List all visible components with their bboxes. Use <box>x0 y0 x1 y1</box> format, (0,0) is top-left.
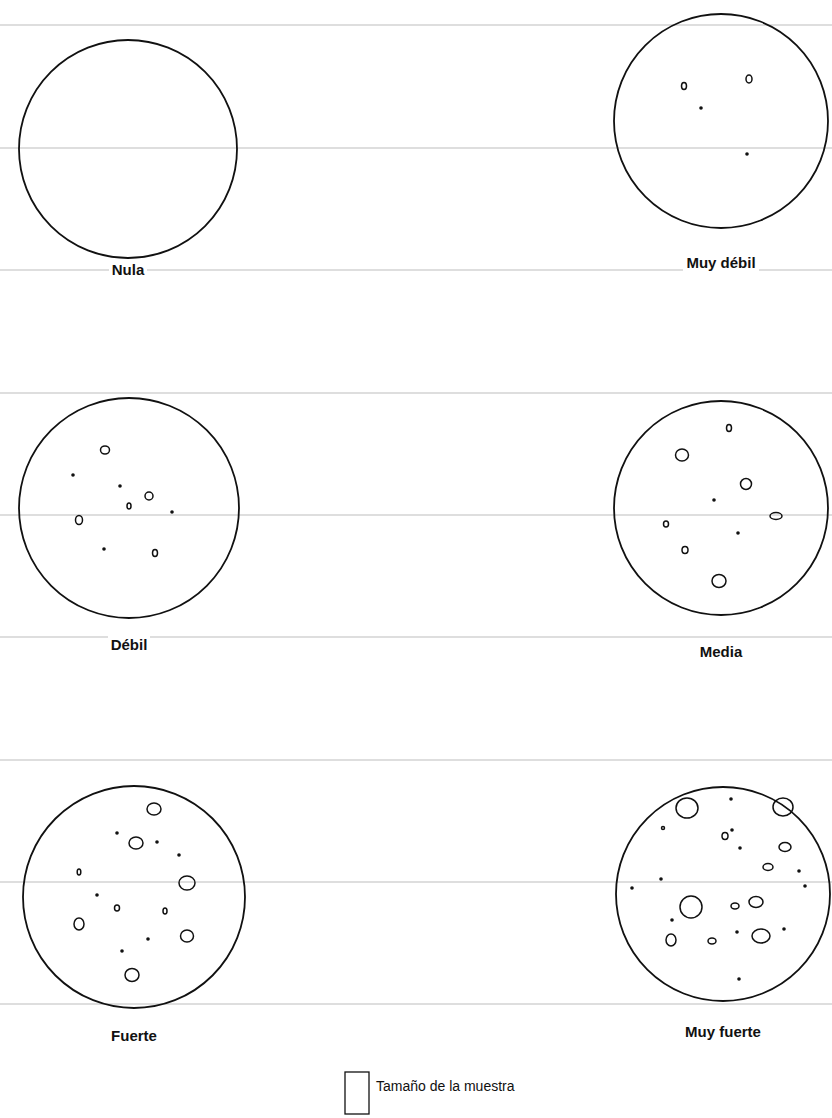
sample-circle: Muy fuerte <box>614 785 832 1003</box>
intensity-label: Muy débil <box>683 254 758 272</box>
sample-circle: Nula <box>17 38 239 260</box>
reaction-circle <box>17 38 239 260</box>
intensity-label: Nula <box>109 261 148 279</box>
sample-size-box: Tamaño de la muestra <box>344 1071 522 1115</box>
sample-circle: Fuerte <box>21 784 247 1010</box>
intensity-label: Muy fuerte <box>682 1023 764 1041</box>
reaction-circle <box>612 12 830 230</box>
sample-circle: Media <box>612 399 830 617</box>
intensity-label: Débil <box>108 636 151 654</box>
reaction-circle <box>17 396 241 620</box>
intensity-label: Fuerte <box>108 1027 160 1045</box>
reaction-circle <box>21 784 247 1010</box>
sample-circle: Débil <box>17 396 241 620</box>
reaction-circle <box>614 785 832 1003</box>
sample-circle: Muy débil <box>612 12 830 230</box>
sample-size-label: Tamaño de la muestra <box>373 1077 518 1095</box>
sample-square <box>344 1071 370 1115</box>
reaction-circle <box>612 399 830 617</box>
intensity-label: Media <box>697 643 746 661</box>
